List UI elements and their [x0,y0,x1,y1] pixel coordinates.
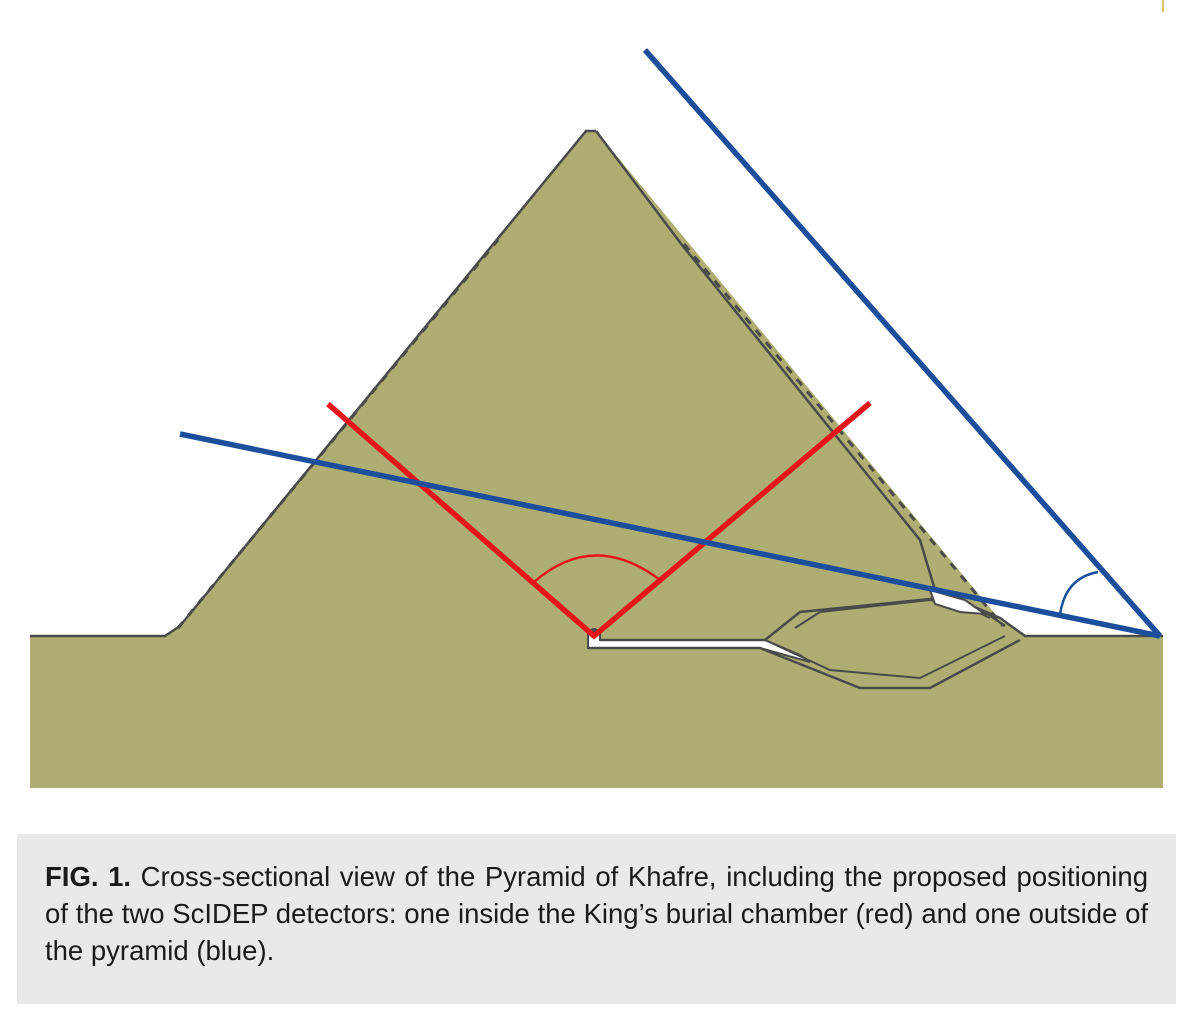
figure-caption-box: FIG. 1. Cross-sectional view of the Pyra… [17,834,1176,1004]
figure-caption: FIG. 1. Cross-sectional view of the Pyra… [45,858,1148,969]
entrance-block [928,588,989,616]
descending-passage [764,635,1006,680]
outside-detector [179,48,1163,639]
lower-passage [588,638,1021,690]
pyramid-body [165,131,1025,636]
outside-detector-angle-arc [1058,570,1099,616]
pyramid-cross-section-diagram [30,0,1164,788]
outside-detector-ray-shallow [179,431,1161,639]
inside-detector-angle-arc [533,554,661,583]
figure-panel [30,0,1164,788]
casing-line-left [176,239,500,629]
casing-line-right [682,243,1005,627]
upper-passage [600,596,1006,642]
figure-caption-text: Cross-sectional view of the Pyramid of K… [45,861,1149,966]
outside-detector-ray-steep [642,48,1163,638]
figure-caption-label: FIG. 1. [45,861,132,892]
ground [30,626,1163,788]
